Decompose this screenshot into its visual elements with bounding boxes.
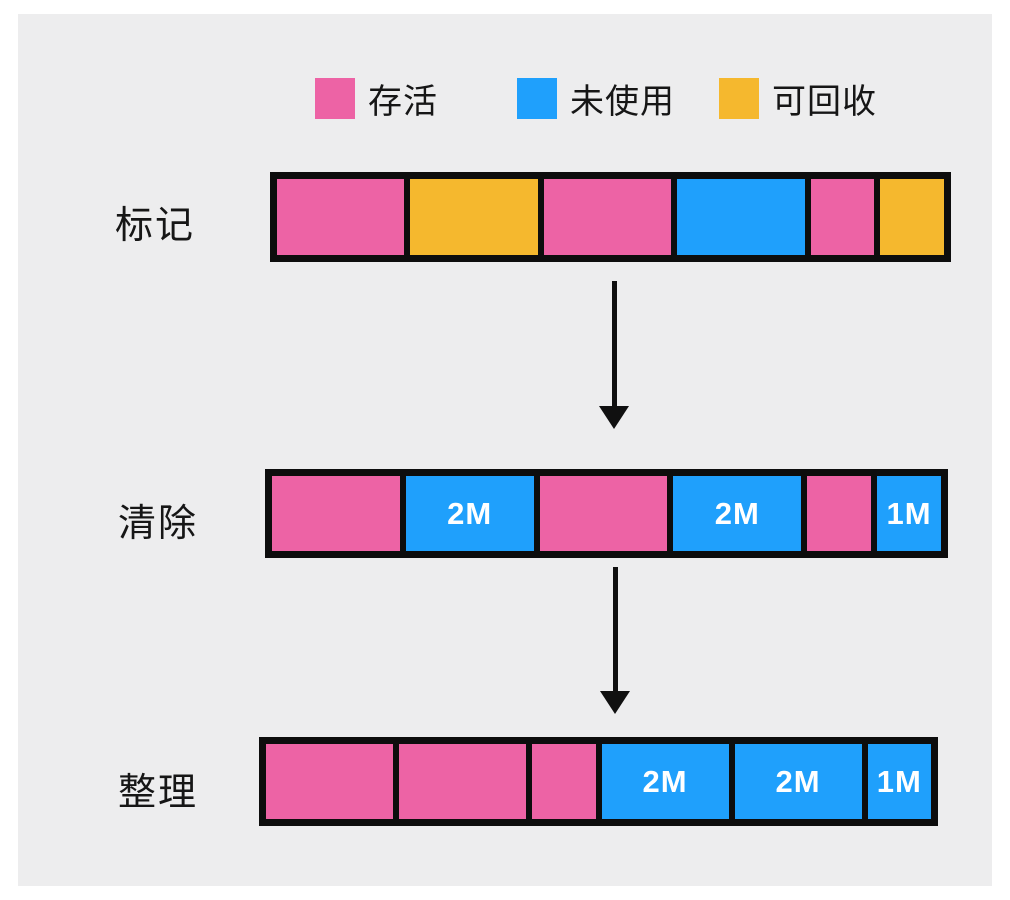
legend-item-unused: 未使用 bbox=[517, 76, 675, 121]
legend-item-alive: 存活 bbox=[315, 76, 438, 121]
memory-block-unused bbox=[677, 179, 805, 255]
memory-block-recyclable bbox=[410, 179, 538, 255]
legend-label-recyclable: 可回收 bbox=[772, 82, 877, 121]
row-label-mark: 标记 bbox=[115, 205, 196, 247]
memory-block-alive bbox=[810, 179, 875, 255]
memory-block-alive bbox=[539, 476, 668, 551]
memory-block-unused: 2M bbox=[601, 744, 729, 819]
memory-block-alive bbox=[543, 179, 672, 255]
arrow-shaft bbox=[612, 567, 618, 691]
legend-label-alive: 存活 bbox=[368, 82, 438, 121]
down-arrow-icon bbox=[600, 567, 630, 714]
recyclable-color-swatch bbox=[719, 77, 759, 119]
memory-block-alive bbox=[266, 744, 393, 819]
arrow-head bbox=[600, 691, 630, 714]
row-label-compact: 整理 bbox=[118, 772, 199, 814]
memory-block-unused: 2M bbox=[734, 744, 862, 819]
memory-block-alive bbox=[277, 179, 405, 255]
memory-block-unused: 2M bbox=[673, 476, 802, 551]
down-arrow-icon bbox=[599, 281, 629, 429]
unused-color-swatch bbox=[517, 77, 557, 119]
memory-block-alive bbox=[272, 476, 400, 551]
memory-block-unused: 1M bbox=[867, 744, 931, 819]
memory-block-unused: 1M bbox=[877, 476, 941, 551]
alive-color-swatch bbox=[315, 77, 355, 119]
memory-block-alive bbox=[532, 744, 596, 819]
memory-bar-mark bbox=[270, 172, 951, 262]
arrow-head bbox=[599, 406, 629, 429]
memory-block-alive bbox=[807, 476, 872, 551]
legend-item-recyclable: 可回收 bbox=[719, 76, 877, 121]
legend-label-unused: 未使用 bbox=[570, 82, 675, 121]
arrow-shaft bbox=[611, 281, 617, 406]
memory-block-recyclable bbox=[880, 179, 945, 255]
memory-block-alive bbox=[399, 744, 526, 819]
row-label-sweep: 清除 bbox=[118, 503, 199, 545]
memory-bar-sweep: 2M 2M 1M bbox=[265, 469, 948, 558]
memory-block-unused: 2M bbox=[405, 476, 534, 551]
